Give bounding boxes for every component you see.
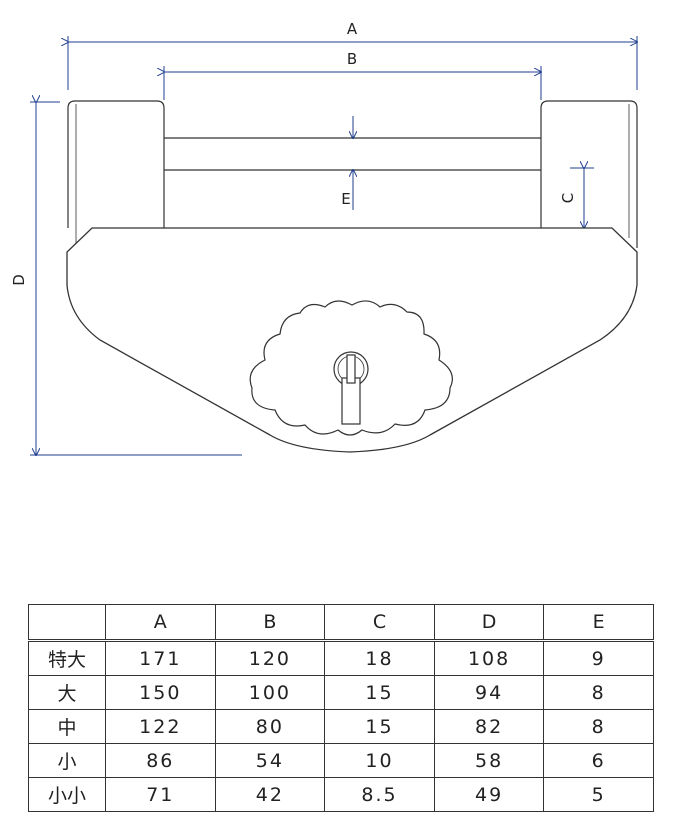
header-cell: E [543,604,654,642]
header-cell: A [105,604,216,642]
dimension-a: A [68,20,637,90]
size-label-cell: 大 [28,675,106,710]
table-cell: 8 [543,675,654,710]
table-cell: 15 [324,709,435,744]
keyhole-icon [333,351,369,425]
size-label-cell: 特大 [28,640,106,676]
dimension-a-label: A [347,20,358,38]
table-row: 大 150 100 15 94 8 [28,675,654,710]
header-cell: C [324,604,435,642]
table-cell: 18 [324,640,435,676]
table-row: 小 86 54 10 58 6 [28,743,654,778]
size-label-cell: 小小 [28,777,106,812]
dimension-e-label: E [341,190,350,208]
table-cell: 54 [214,743,326,778]
header-cell: B [214,604,326,642]
lock-diagram: A B D E C [10,20,683,590]
table-cell: 15 [324,675,435,710]
table-row: 小小 71 42 8.5 49 5 [28,777,654,812]
dimension-d: D [10,102,242,455]
table-cell: 49 [433,777,545,812]
dimension-d-label: D [10,274,28,286]
table-cell: 122 [105,709,216,744]
table-row: 中 122 80 15 82 8 [28,709,654,744]
table-cell: 86 [105,743,216,778]
header-cell: D [433,604,545,642]
table-cell: 10 [324,743,435,778]
table-cell: 150 [105,675,216,710]
table-cell: 58 [433,743,545,778]
table-cell: 82 [433,709,545,744]
size-label-cell: 小 [28,743,106,778]
table-header-row: A B C D E [28,604,654,642]
dimension-b-label: B [347,50,357,68]
dimension-b: B [164,50,541,100]
table-cell: 8 [543,709,654,744]
size-table: A B C D E 特大 171 120 18 108 9 大 150 100 … [28,604,654,812]
table-cell: 80 [214,709,326,744]
table-cell: 9 [543,640,654,676]
dimension-e: E [341,116,353,210]
table-cell: 42 [214,777,326,812]
header-cell [28,604,106,642]
size-label-cell: 中 [28,709,106,744]
table-cell: 120 [214,640,326,676]
table-cell: 171 [105,640,216,676]
table-cell: 6 [543,743,654,778]
table-cell: 71 [105,777,216,812]
table-cell: 5 [543,777,654,812]
table-cell: 108 [433,640,545,676]
table-cell: 8.5 [324,777,435,812]
table-cell: 100 [214,675,326,710]
table-row: 特大 171 120 18 108 9 [28,640,654,676]
table-cell: 94 [433,675,545,710]
dimension-c-label: C [559,193,577,203]
